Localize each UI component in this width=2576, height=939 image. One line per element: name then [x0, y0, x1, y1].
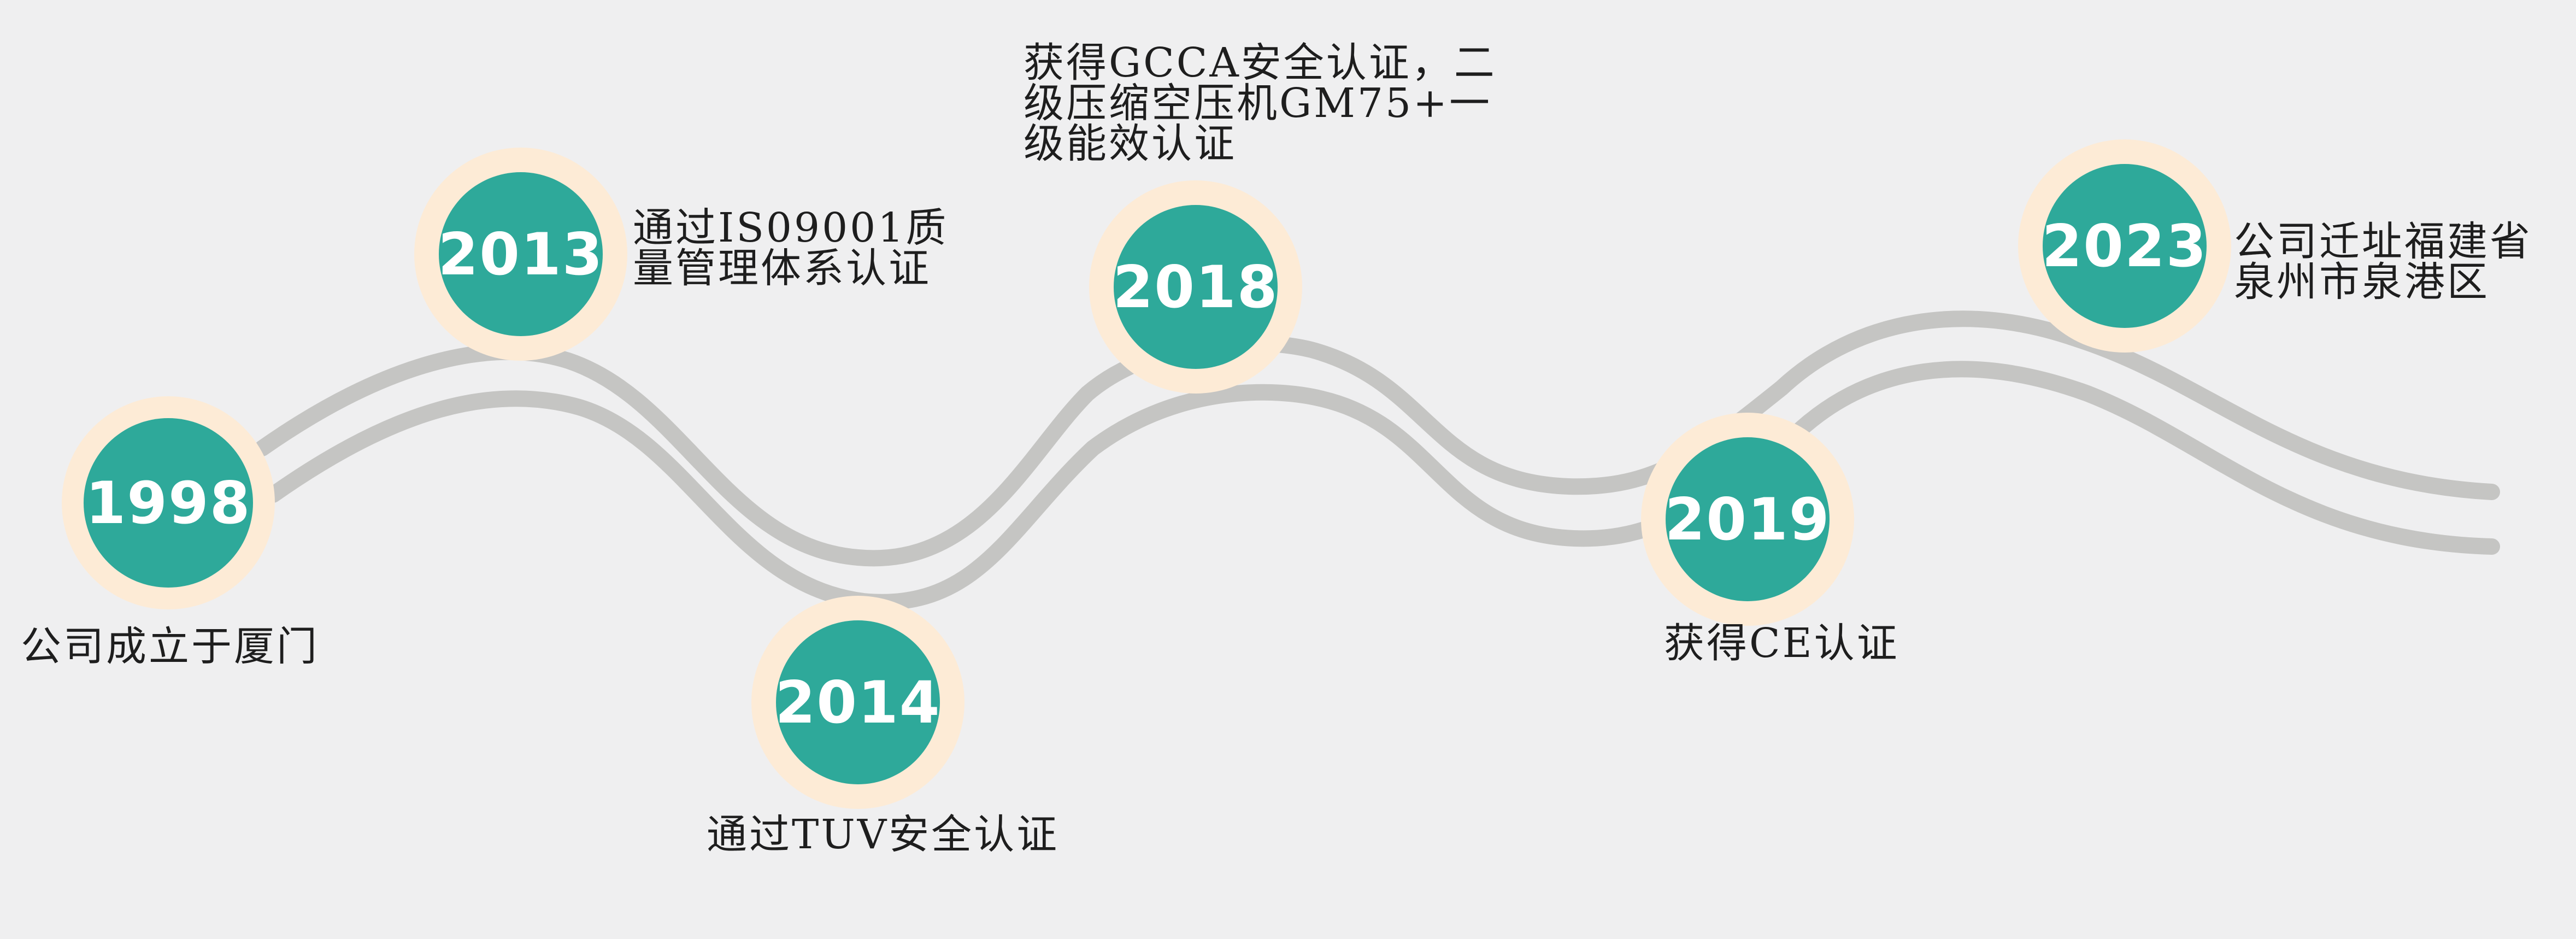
milestone-2014: 2014 — [751, 596, 964, 809]
milestone-2019: 2019 — [1641, 413, 1854, 626]
caption-line: 获得GCCA安全认证，二 — [1024, 39, 1497, 86]
caption-line: 通过IS09001质 — [633, 204, 949, 251]
caption-2023: 公司迁址福建省 泉州市泉港区 — [2234, 221, 2532, 302]
milestone-disc — [2043, 164, 2207, 328]
milestone-year: 2018 — [1113, 254, 1278, 321]
milestone-2018: 2018 — [1089, 180, 1302, 394]
milestone-year: 1998 — [85, 470, 251, 537]
milestone-year: 2023 — [2042, 213, 2207, 280]
track-line-upper — [254, 310, 2500, 567]
caption-line: 公司成立于厦门 — [21, 623, 319, 670]
milestone-2023: 2023 — [2018, 139, 2231, 353]
caption-2014: 通过TUV安全认证 — [707, 814, 1059, 855]
milestone-1998: 1998 — [62, 396, 275, 609]
milestone-disc — [1114, 205, 1278, 369]
caption-line: 级能效认证 — [1024, 120, 1237, 167]
milestone-disc — [776, 620, 940, 784]
milestone-year: 2013 — [438, 221, 603, 288]
milestone-disc — [439, 172, 603, 336]
milestone-disc — [1666, 437, 1830, 601]
milestone-disc — [84, 418, 253, 588]
track-line-lower — [265, 361, 2500, 611]
caption-line: 量管理体系认证 — [633, 245, 931, 292]
track-lines — [254, 310, 2500, 611]
milestone-year: 2014 — [775, 669, 940, 736]
milestone-2013: 2013 — [414, 148, 627, 361]
caption-1998: 公司成立于厦门 — [21, 626, 319, 667]
caption-line: 泉州市泉港区 — [2234, 259, 2490, 306]
caption-line: 级压缩空压机GM75+一 — [1024, 80, 1492, 127]
caption-line: 获得CE认证 — [1664, 620, 1899, 667]
caption-line: 通过TUV安全认证 — [707, 811, 1060, 858]
milestone-year: 2019 — [1665, 486, 1830, 553]
caption-2018: 获得GCCA安全认证，二 级压缩空压机GM75+一 级能效认证 — [1024, 43, 1497, 164]
caption-2019: 获得CE认证 — [1664, 623, 1899, 664]
caption-2013: 通过IS09001质 量管理体系认证 — [633, 208, 948, 289]
caption-line: 公司迁址福建省 — [2234, 218, 2532, 265]
